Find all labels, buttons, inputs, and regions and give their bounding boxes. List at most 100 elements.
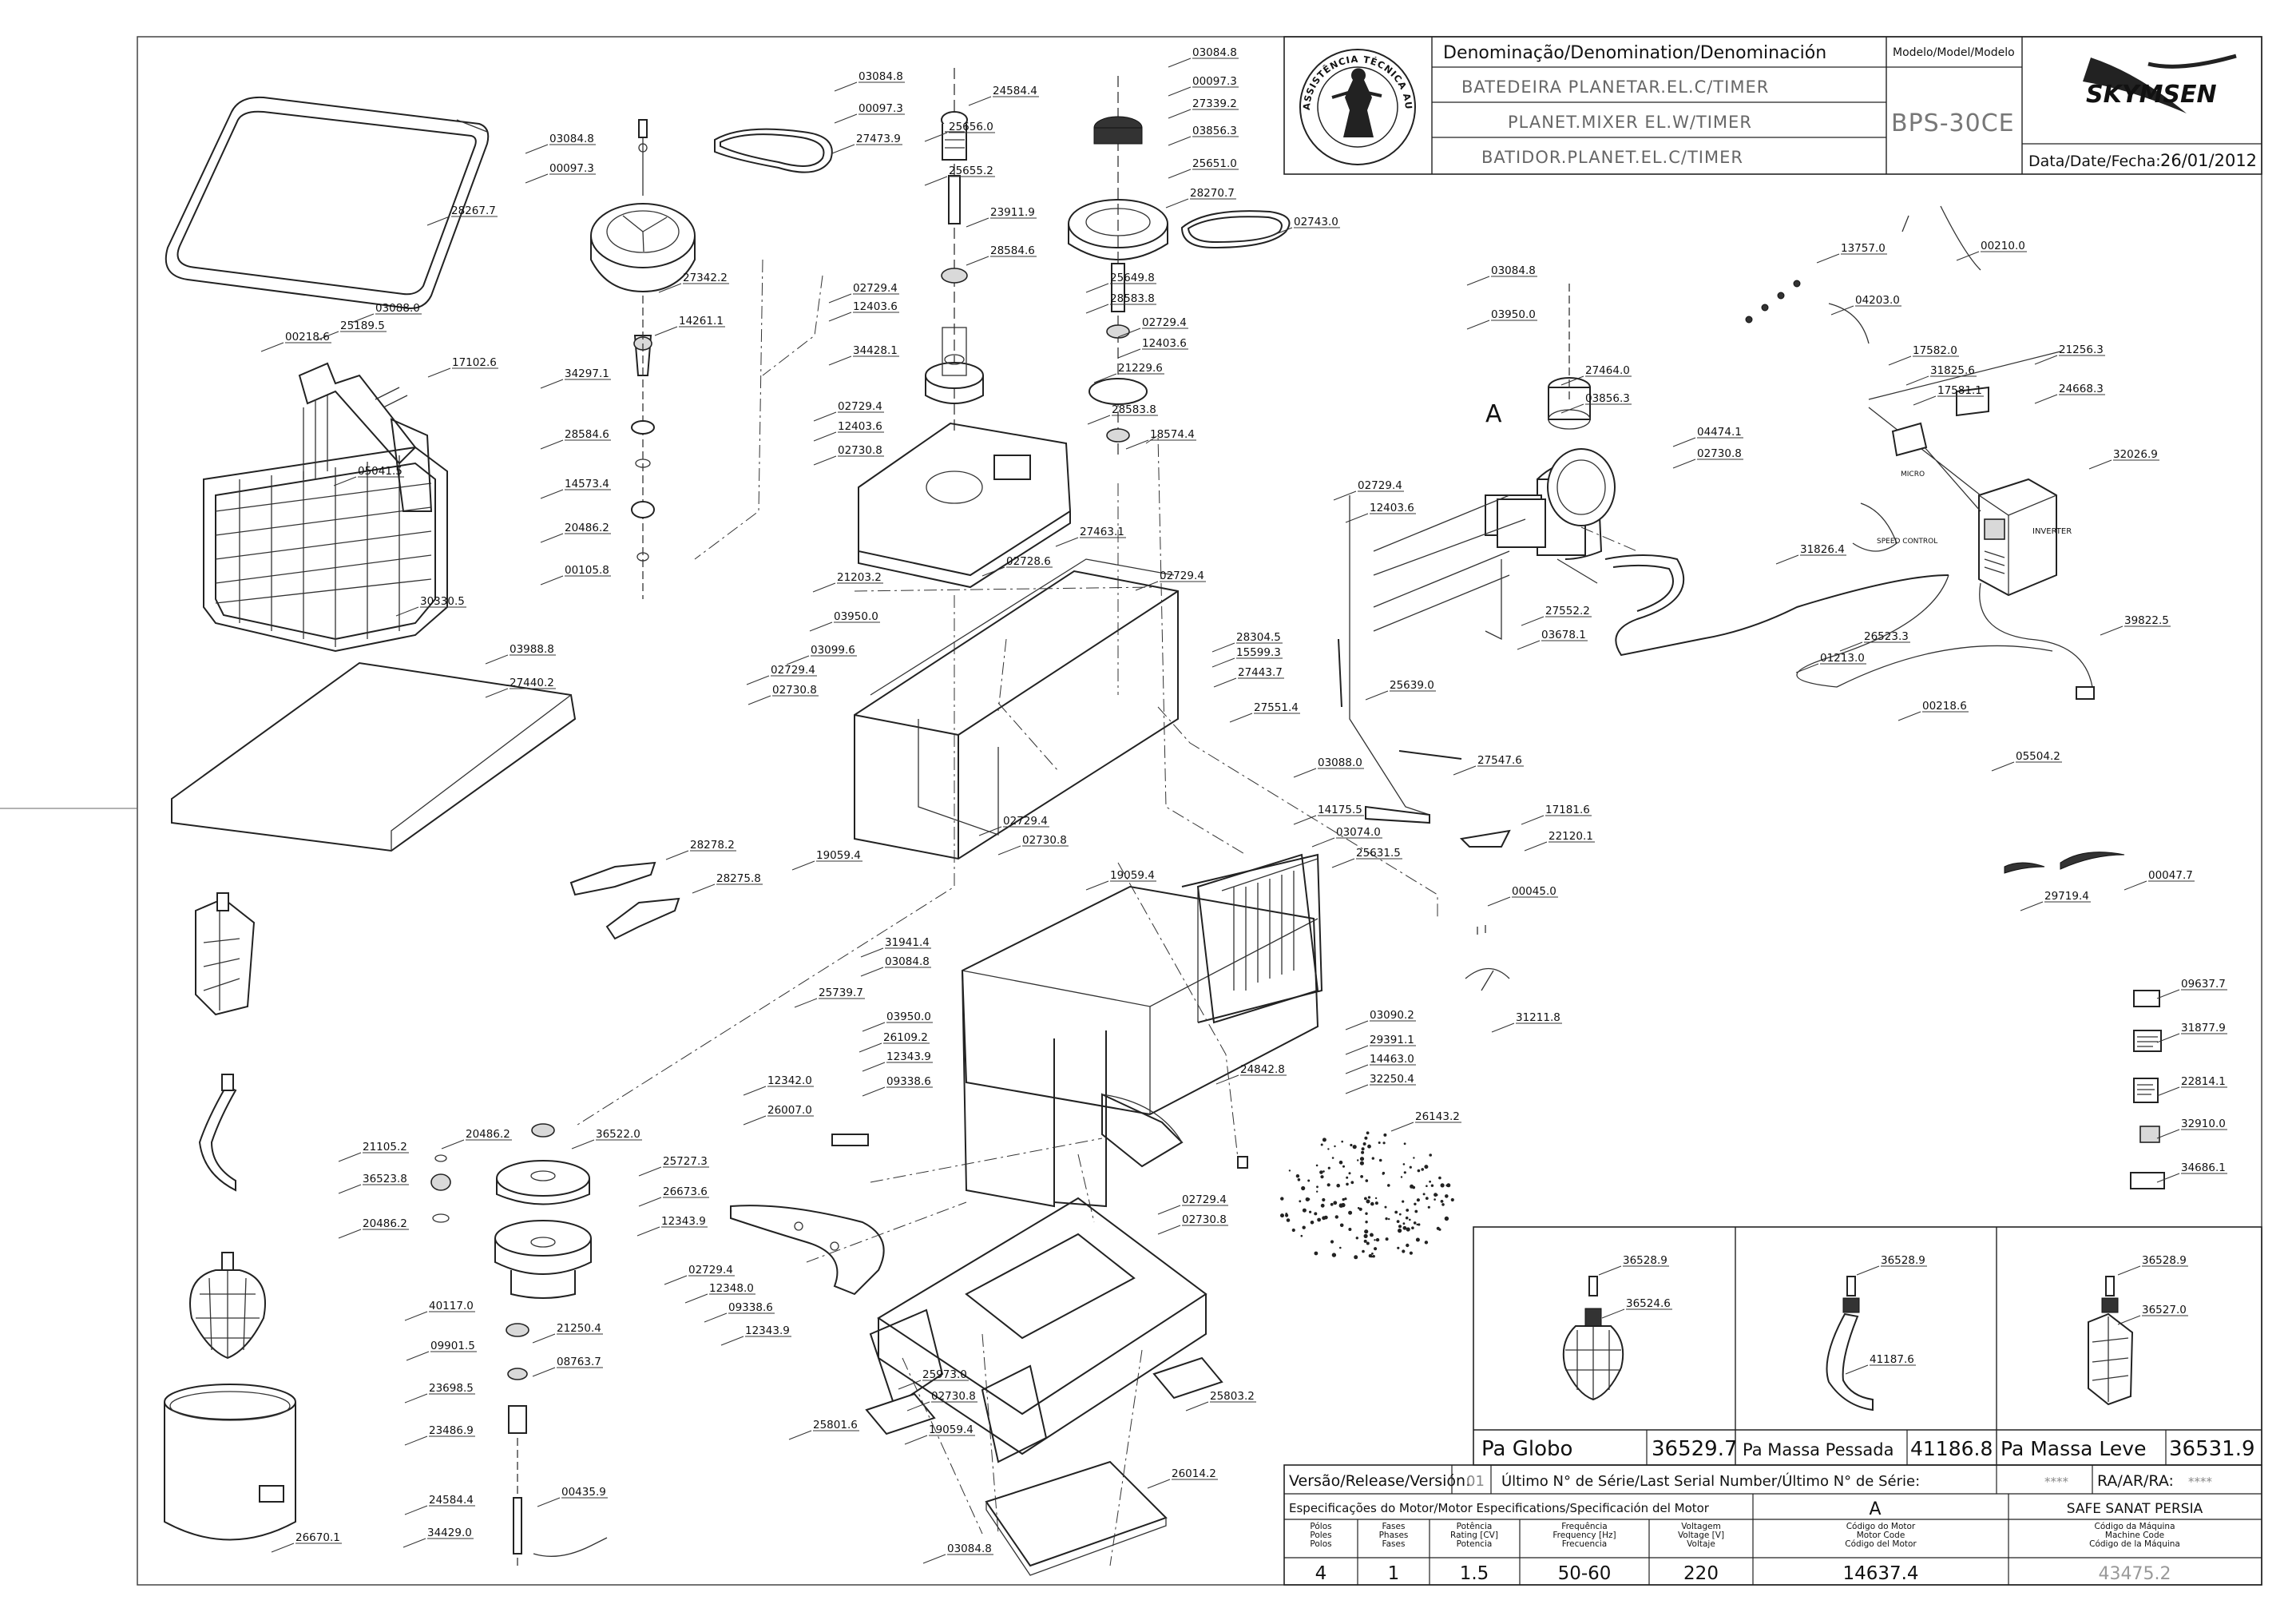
product-name-es: BATIDOR.PLANET.EL.C/TIMER [1481,148,1743,167]
leader-line [1598,1265,1622,1276]
part-number-label: 03074.0 [1336,826,1381,839]
washer-dot [1322,1216,1326,1221]
callout: 21256.3 [2034,343,2105,365]
washer-scatter [1280,1131,1454,1260]
part-number-label: 12343.9 [745,1324,790,1337]
leader-line [540,575,564,586]
leader-line [638,1166,662,1177]
leader-line [704,1312,728,1323]
part-number-label: 23698.5 [429,1382,474,1395]
callout: 27547.6 [1453,754,1524,776]
footer-specs-table: Versão/Release/Versión: 01 Último N° de … [1283,1464,2262,1586]
leader-line [1085,880,1109,891]
callout: 17582.0 [1888,344,1959,366]
callout: 21250.4 [532,1322,603,1344]
leader-line [271,1543,295,1553]
washer-dot [1348,1210,1353,1215]
leader-line [1333,490,1357,501]
callout: 20486.2 [338,1217,409,1239]
washer-dot [1330,1202,1334,1206]
leader-line [1517,640,1541,650]
part-number-label: 02729.4 [1182,1193,1227,1206]
part-number-label: 00097.3 [1192,75,1237,88]
washer-dot [1374,1247,1378,1251]
washer-dot [1322,1197,1326,1202]
callout: 02730.8 [1157,1213,1228,1235]
callout: 29391.1 [1345,1034,1416,1055]
washer-dot [1425,1197,1429,1200]
callout: 28278.2 [665,839,736,860]
washer-dot [1362,1142,1366,1146]
version-value: 01 [1466,1473,1485,1490]
leader-line [2020,901,2044,911]
washer-dot [1348,1228,1352,1231]
leader-line [1185,1401,1209,1412]
washer-dot [1319,1170,1323,1174]
leader-line [658,283,682,293]
date-value: 26/01/2012 [2160,151,2257,170]
part-number-label: 25631.5 [1356,847,1401,860]
leader-line [395,606,419,617]
callout: 25727.3 [638,1155,709,1177]
ra-value: **** [2188,1475,2213,1489]
leader-line [966,217,989,228]
leader-line [540,489,564,499]
callout: 02730.8 [906,1390,977,1412]
version-label: Versão/Release/Versión: [1289,1472,1471,1490]
washer-dot [1368,1253,1373,1258]
callout: 34686.1 [2156,1161,2227,1183]
callout: 03074.0 [1311,826,1382,848]
leader-line [791,860,815,871]
leader-line [338,1229,362,1239]
callout: 02729.4 [1333,479,1404,501]
washer-dot [1382,1171,1386,1175]
leader-line [537,1497,561,1507]
callout: 26670.1 [271,1531,342,1553]
callout: 36523.8 [338,1173,409,1194]
callout: 02729.4 [664,1264,735,1285]
washer-dot [1346,1182,1349,1186]
washer-dot [1371,1253,1374,1255]
washer-dot [1365,1212,1368,1215]
washer-dot [1365,1179,1369,1182]
callout: 36524.6 [1601,1297,1672,1319]
leader-line [571,1139,595,1150]
part-number-label: 26523.3 [1864,630,1909,643]
washer-dot [1378,1142,1381,1144]
washer-dot [1429,1153,1432,1157]
washer-dot [1405,1216,1409,1220]
part-number-label: 31826.4 [1800,543,1845,556]
callout: 02729.4 [1157,1193,1228,1215]
washer-dot [1414,1202,1417,1206]
spec-value: 14637.4 [1842,1563,1918,1584]
callout: 31941.4 [860,936,931,958]
leader-line [485,654,509,665]
leader-line [743,1086,767,1096]
callout: 03950.0 [809,610,880,632]
callout: 29719.4 [2020,890,2091,911]
callout: 02729.4 [1135,570,1206,591]
callout: 19059.4 [904,1423,975,1445]
part-number-label: 34428.1 [853,344,898,357]
ra-label: RA/AR/RA: [2097,1472,2174,1490]
callout: 36528.9 [2117,1254,2188,1276]
washer-dot [1402,1200,1405,1203]
callout: 09637.7 [2156,978,2227,999]
leader-line [978,826,1002,836]
callout: 17102.6 [427,356,498,378]
callout: 25189.5 [315,320,387,341]
part-number-label: 03856.3 [1192,125,1237,137]
callout: 22120.1 [1524,830,1595,852]
leader-line [333,476,357,486]
washer-dot [1360,1175,1363,1178]
callout: 09338.6 [862,1075,933,1097]
leader-line [862,1022,886,1032]
callout: 34429.0 [402,1527,474,1548]
part-number-label: 28583.8 [1110,292,1155,305]
leader-line [997,845,1021,856]
spec-header-line: Frecuencia [1562,1539,1608,1549]
part-number-label: 02729.4 [1003,815,1048,828]
callout: 17581.1 [1913,384,1984,406]
part-number-label: 20486.2 [565,522,609,534]
leader-line [260,342,284,352]
